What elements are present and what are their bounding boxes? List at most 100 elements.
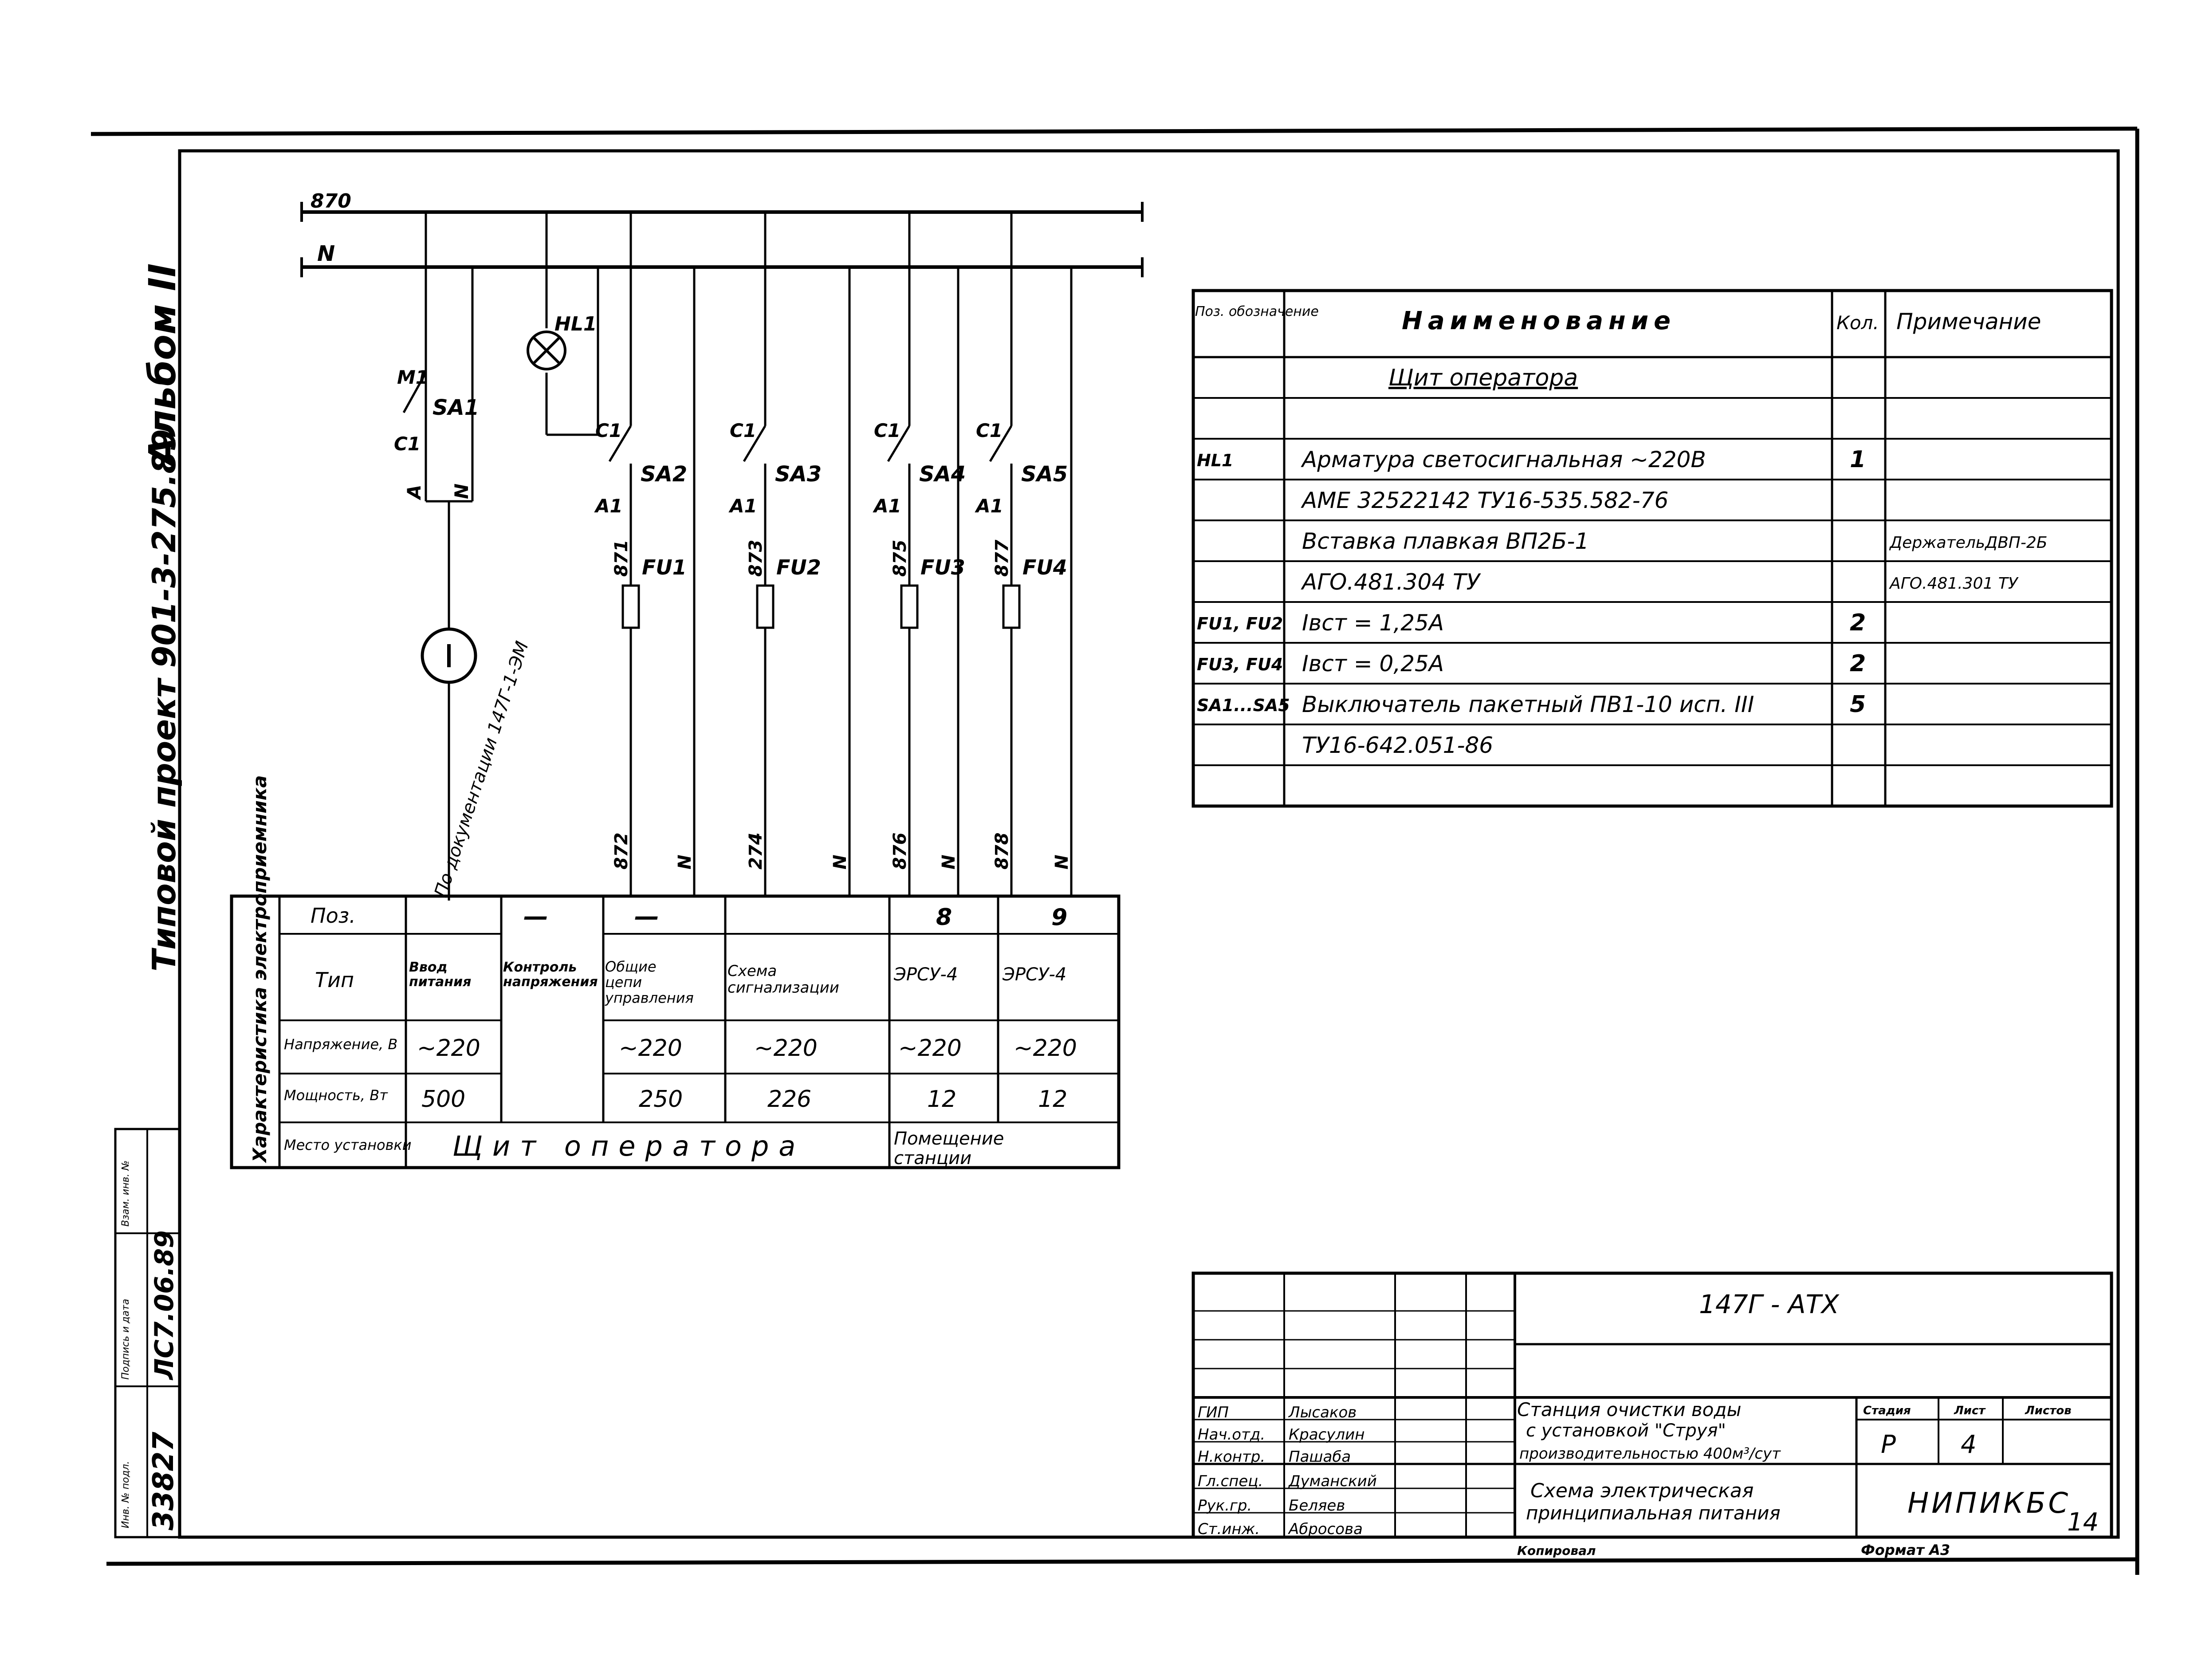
spec-cell-name: Iвст = 1,25А bbox=[1302, 610, 1444, 636]
switch-label: SA5 bbox=[1021, 462, 1068, 487]
sa1-top-terminal: M1 bbox=[397, 366, 429, 388]
title-org: НИПИКБС bbox=[1907, 1487, 2071, 1520]
title-object-2: с установкой "Струя" bbox=[1526, 1420, 1726, 1441]
title-person-row: Рук.гр.Беляев bbox=[1198, 1497, 1345, 1515]
char-voltage-5: ~220 bbox=[898, 1035, 962, 1062]
title-sheet-header: Лист bbox=[1954, 1404, 1986, 1417]
spec-cell-name: Вставка плавкая ВП2Б-1 bbox=[1302, 528, 1589, 554]
output-neutral: N bbox=[830, 855, 850, 870]
char-power-6: 12 bbox=[1038, 1086, 1067, 1113]
title-person-row: Н.контр. Пашаба bbox=[1198, 1448, 1351, 1466]
spec-cell-name: АМЕ 32522142 ТУ16-535.582-76 bbox=[1301, 488, 1668, 513]
spec-row: АМЕ 32522142 ТУ16-535.582-76 bbox=[1193, 488, 2112, 521]
spec-row: Щит оператора bbox=[1193, 365, 2112, 399]
spec-cell-note: АГО.481.301 ТУ bbox=[1889, 574, 2019, 593]
char-row-power: Мощность, Вт bbox=[284, 1087, 388, 1104]
title-role: ГИП bbox=[1198, 1404, 1229, 1421]
title-person-row: Ст.инж.Абросова bbox=[1198, 1520, 1363, 1538]
hl1-lamp bbox=[527, 212, 599, 436]
title-name: Лысаков bbox=[1288, 1404, 1357, 1421]
char-row-type: Тип bbox=[315, 968, 354, 992]
spec-row: ТУ16-642.051-86 bbox=[1193, 732, 2112, 766]
spec-cell-qty: 2 bbox=[1850, 650, 1866, 677]
char-type-5: ЭРСУ-4 bbox=[893, 964, 958, 985]
switch-top-terminal: C1 bbox=[730, 420, 756, 441]
switch-top-terminal: C1 bbox=[595, 420, 622, 441]
title-name: Пашаба bbox=[1289, 1448, 1351, 1466]
fuse-label: FU4 bbox=[1022, 555, 1067, 579]
cell-line: управления bbox=[605, 989, 694, 1006]
switch-bottom-terminal: A1 bbox=[728, 495, 757, 517]
char-voltage-3: ~220 bbox=[619, 1035, 682, 1062]
switch-contact bbox=[989, 425, 1013, 462]
spec-cell-qty: 1 bbox=[1850, 446, 1866, 473]
input-doc-note: По документации 147Г-1-ЭМ bbox=[431, 639, 533, 900]
fuse-symbol bbox=[1002, 584, 1021, 629]
stamp-inv-number: 33827 bbox=[147, 1432, 180, 1530]
fuse-symbol bbox=[621, 584, 640, 629]
spec-row: HL1 Арматура светосигнальная ~220В 1 bbox=[1193, 446, 2112, 480]
spec-cell-name: Щит оператора bbox=[1388, 365, 1578, 391]
bus-l1-label: 870 bbox=[311, 190, 351, 212]
switch-top-terminal: C1 bbox=[874, 420, 900, 441]
char-pos-3: — bbox=[523, 902, 548, 931]
title-stage-value: Р bbox=[1881, 1430, 1896, 1459]
stamp-sign-date: ЛС7.06.89 bbox=[149, 1230, 179, 1381]
spec-cell-qty: 5 bbox=[1850, 691, 1866, 718]
switch-top-terminal: C1 bbox=[976, 420, 1003, 441]
input-branch bbox=[402, 212, 477, 901]
title-role: Рук.гр. bbox=[1198, 1497, 1252, 1515]
sa1-bottom-terminal: C1 bbox=[394, 433, 421, 455]
spec-cell-name: Арматура светосигнальная ~220В bbox=[1301, 447, 1706, 472]
sa1-switch-label: SA1 bbox=[433, 395, 479, 420]
output-wire-number: 878 bbox=[992, 833, 1012, 870]
char-pos-6: 9 bbox=[1051, 904, 1067, 931]
wire-number: 875 bbox=[890, 540, 910, 577]
spec-header-qty: Кол. bbox=[1836, 312, 1879, 334]
char-power-5: 12 bbox=[927, 1086, 956, 1113]
wire-number: 877 bbox=[992, 539, 1012, 577]
project-label: Типовой проект 901-3-275.89 bbox=[145, 429, 183, 972]
title-name: Абросова bbox=[1288, 1520, 1363, 1538]
title-person-row: ГИП Лысаков bbox=[1198, 1404, 1357, 1421]
bus-n-label: N bbox=[317, 241, 335, 266]
char-voltage-1: ~220 bbox=[417, 1035, 480, 1062]
stamp-header-inv: Инв. № подл. bbox=[120, 1461, 131, 1528]
cell-line: Схема bbox=[727, 962, 777, 980]
cell-line: питания bbox=[409, 974, 471, 990]
title-object-1: Станция очистки воды bbox=[1517, 1399, 1742, 1420]
spec-cell-name: ТУ16-642.051-86 bbox=[1302, 732, 1493, 758]
spec-header-note: Примечание bbox=[1896, 309, 2041, 334]
switch-label: SA3 bbox=[775, 462, 822, 487]
title-role: Н.контр. bbox=[1198, 1448, 1265, 1466]
output-neutral: N bbox=[939, 855, 959, 870]
spec-header-pos: Поз. обозначение bbox=[1195, 304, 1319, 319]
spec-cell-name: АГО.481.304 ТУ bbox=[1301, 569, 1482, 595]
switch-contact bbox=[608, 425, 632, 462]
output-wire-number: 274 bbox=[746, 833, 766, 870]
title-person-row: Нач.отд.Красулин bbox=[1198, 1426, 1364, 1444]
fuse-label: FU2 bbox=[776, 555, 821, 579]
output-neutral: N bbox=[1052, 855, 1072, 870]
bus-lines bbox=[300, 202, 1144, 277]
char-power-4: 226 bbox=[767, 1086, 811, 1113]
char-type-6: ЭРСУ-4 bbox=[1002, 964, 1066, 985]
cell-line: Ввод bbox=[409, 960, 448, 975]
hl1-label: HL1 bbox=[554, 313, 597, 335]
title-object-3: производительностью 400м³/сут bbox=[1519, 1445, 1781, 1463]
fuse-label: FU1 bbox=[642, 555, 687, 579]
title-sheets-header: Листов bbox=[2025, 1404, 2072, 1417]
spec-cell-pos: HL1 bbox=[1197, 451, 1233, 470]
title-code: 147Г - АТХ bbox=[1699, 1289, 1840, 1319]
